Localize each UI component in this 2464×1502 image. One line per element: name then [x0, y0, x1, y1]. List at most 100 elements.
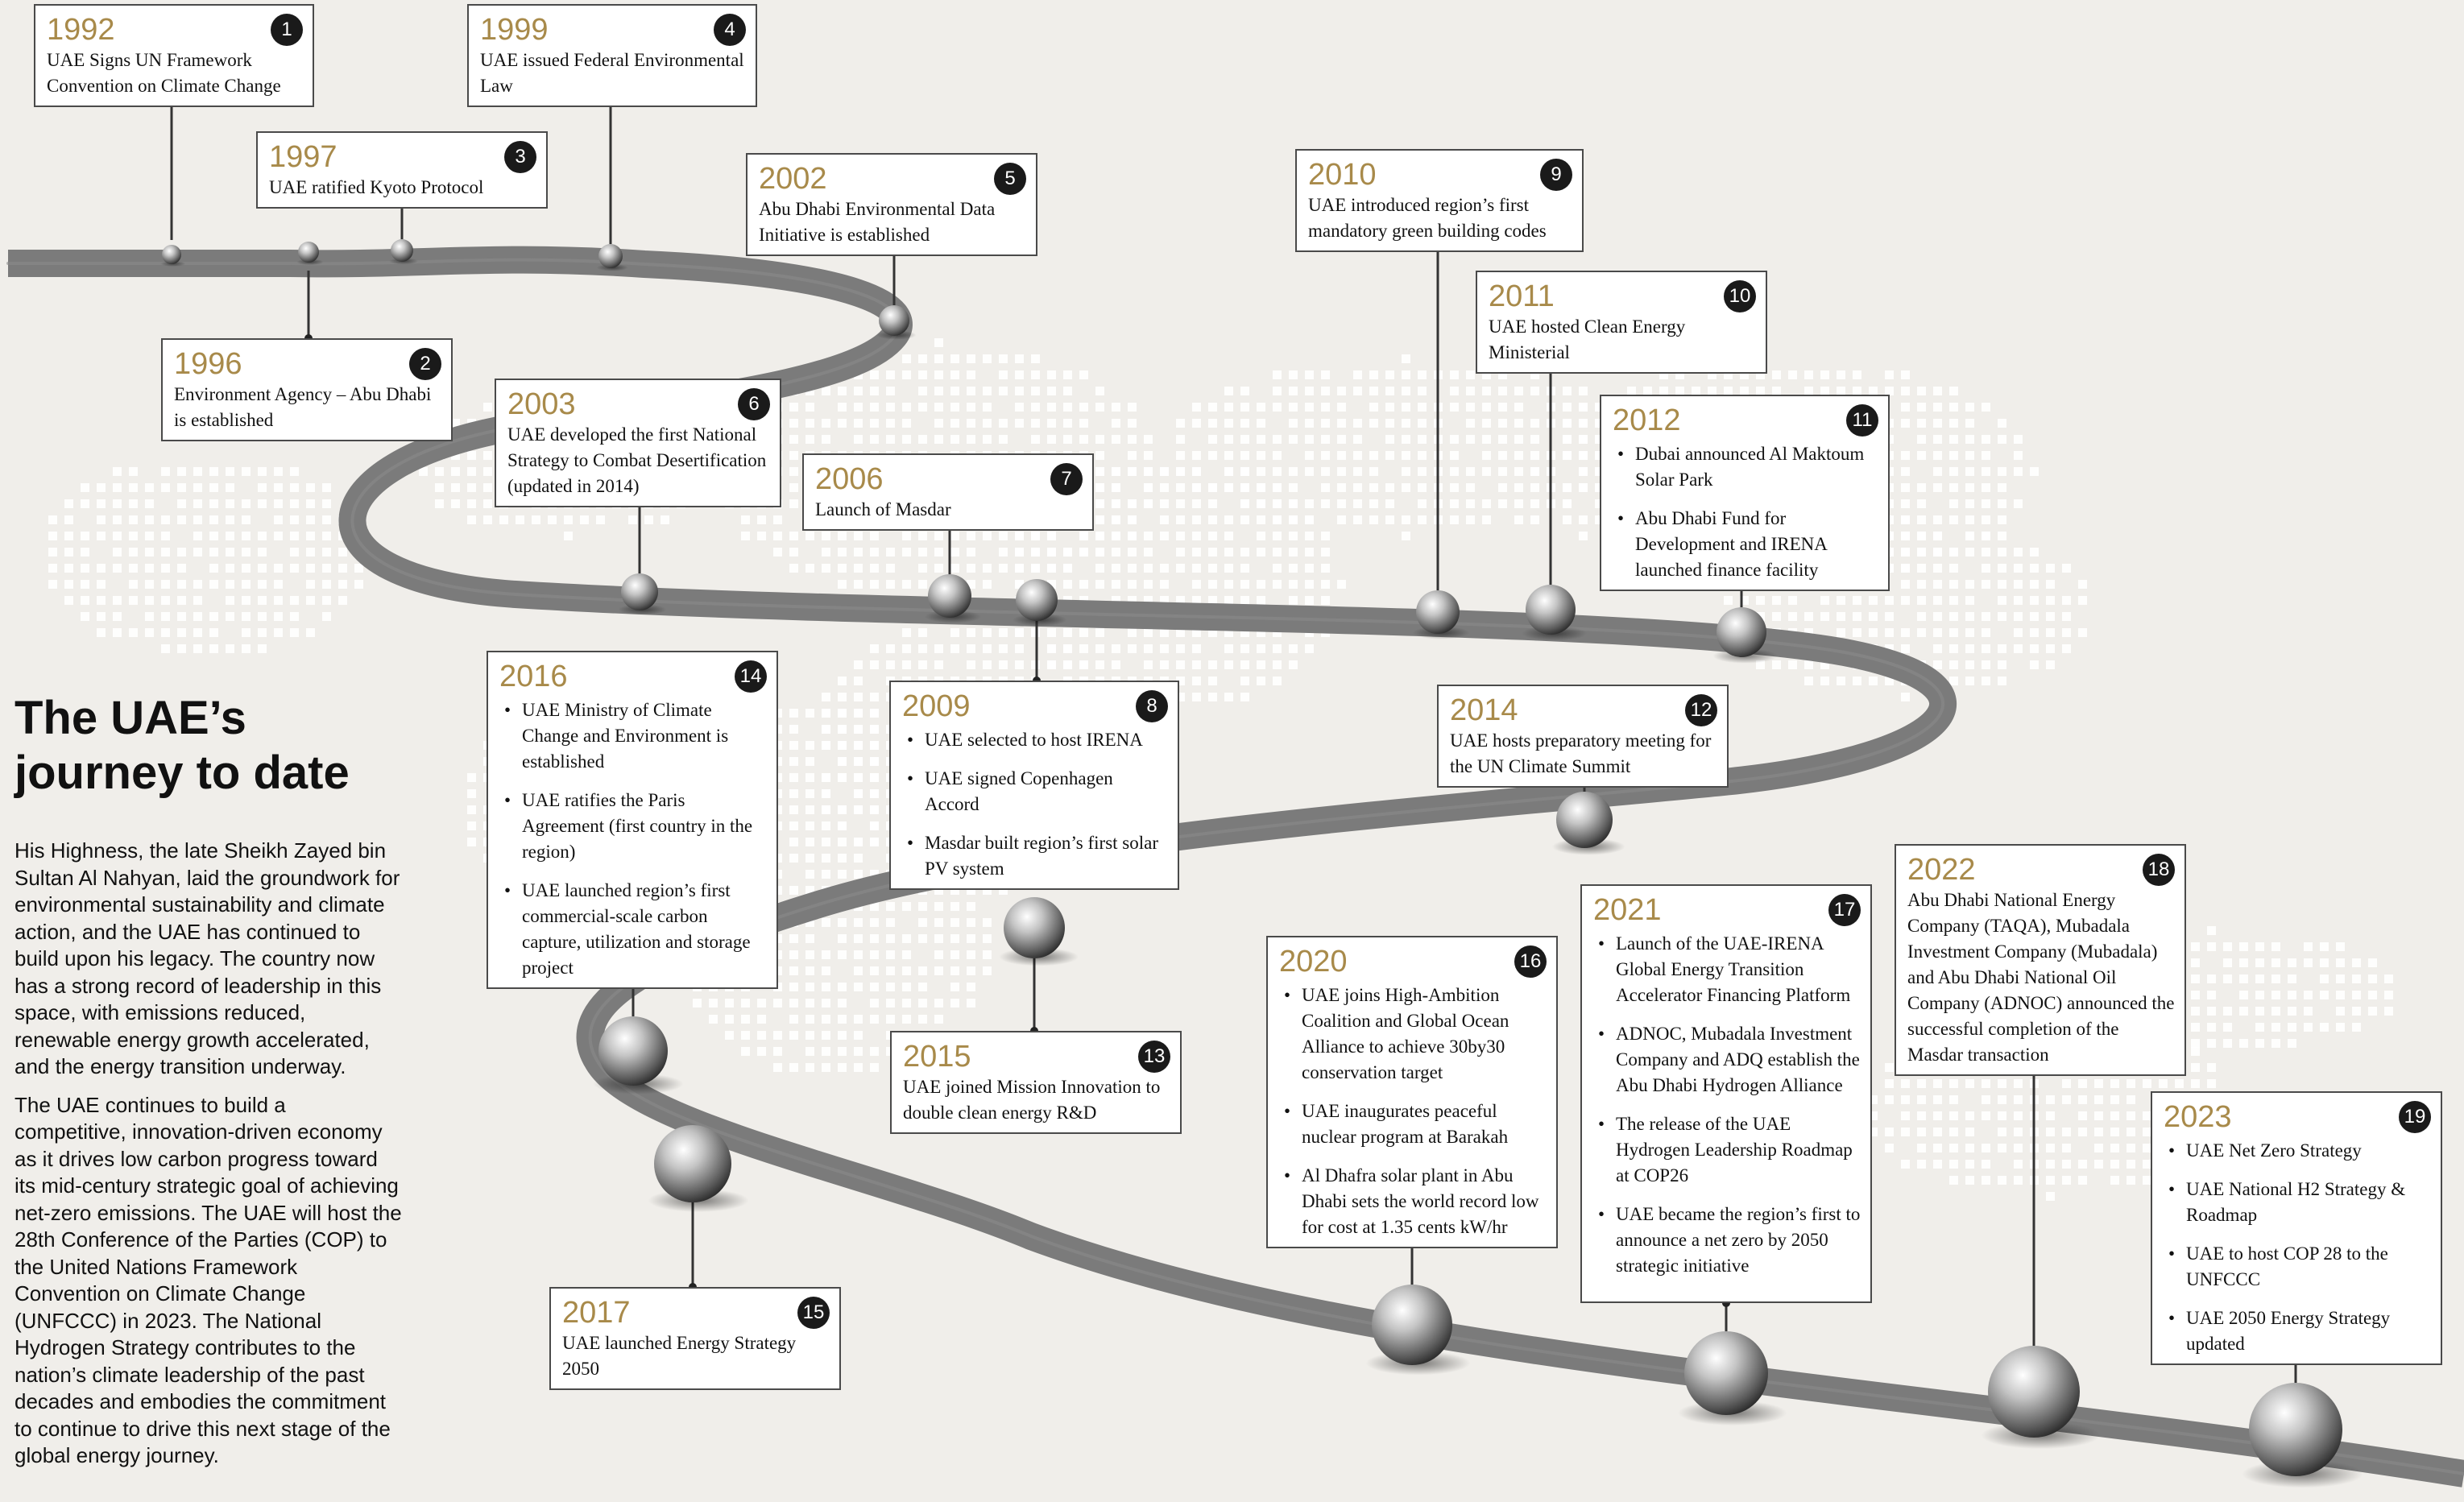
milestone-description: Abu Dhabi Environmental Data Initiative …: [759, 199, 996, 245]
milestone-marker-2021: [1684, 1331, 1768, 1415]
milestone-year: 1999: [480, 13, 549, 47]
milestone-item: UAE National H2 Strategy & Roadmap: [2164, 1177, 2431, 1228]
milestone-markers: [160, 239, 2364, 1488]
intro-paragraph-1: His Highness, the late Sheikh Zayed bin …: [14, 838, 400, 1078]
milestone-item: UAE ratifies the Paris Agreement (first …: [499, 788, 767, 865]
milestone-year: 2022: [1907, 853, 1976, 887]
milestone-marker-2006: [928, 574, 971, 618]
milestone-number-badge: 18: [2143, 854, 2175, 886]
milestone-description: UAE launched Energy Strategy 2050: [562, 1333, 797, 1379]
milestone-year: 2017: [562, 1296, 631, 1330]
milestone-description: UAE Signs UN Framework Convention on Cli…: [47, 50, 281, 96]
milestone-year: 2015: [903, 1040, 971, 1074]
intro-paragraph-2: The UAE continues to build a competitive…: [14, 1092, 402, 1468]
milestone-year: 2006: [815, 462, 884, 496]
milestone-marker-2016: [598, 1016, 668, 1086]
milestone-card-2023: 202319UAE Net Zero StrategyUAE National …: [2151, 1091, 2442, 1365]
milestone-year: 2020: [1279, 945, 1348, 979]
milestone-card-2009: 2009 8UAE selected to host IRENAUAE signe…: [889, 681, 1179, 890]
milestone-number-badge: 8: [1136, 690, 1168, 722]
milestone-marker-2002: [879, 305, 909, 336]
milestone-number-badge: 19: [2399, 1101, 2431, 1133]
milestone-year: 1992: [47, 13, 115, 47]
milestone-year: 1996: [174, 347, 242, 381]
milestone-item: UAE to host COP 28 to the UNFCCC: [2164, 1241, 2431, 1293]
milestone-card-2012: 201211Dubai announced Al Maktoum Solar P…: [1600, 395, 1890, 591]
milestone-item: The release of the UAE Hydrogen Leadersh…: [1593, 1111, 1861, 1189]
milestone-item-list: Launch of the UAE-IRENA Global Energy Tr…: [1593, 931, 1861, 1279]
milestone-marker-1996: [298, 242, 319, 263]
milestone-description: UAE joined Mission Innovation to double …: [903, 1077, 1161, 1123]
milestone-marker-1997: [391, 239, 413, 262]
milestone-card-2020: 2020 16UAE joins High-Ambition Coalition …: [1266, 936, 1558, 1248]
milestone-item: UAE Ministry of Climate Change and Envir…: [499, 697, 767, 775]
milestone-marker-2023: [2249, 1383, 2342, 1476]
milestone-card-2016: 201614UAE Ministry of Climate Change and…: [487, 651, 778, 989]
milestone-year: 2003: [507, 387, 576, 421]
milestone-item: Abu Dhabi Fund for Development and IRENA…: [1613, 506, 1878, 583]
milestone-number-badge: 4: [714, 14, 746, 46]
milestone-description: UAE hosts preparatory meeting for the UN…: [1450, 730, 1712, 776]
milestone-number-badge: 1: [271, 14, 303, 46]
milestone-number-badge: 7: [1050, 463, 1083, 495]
milestone-marker-2020: [1372, 1285, 1452, 1365]
milestone-number-badge: 6: [738, 388, 770, 420]
milestone-year: 2021: [1593, 893, 1662, 927]
milestone-item: UAE joins High-Ambition Coalition and Gl…: [1279, 983, 1547, 1086]
milestone-marker-2017: [654, 1125, 731, 1202]
milestone-year: 2009: [902, 689, 971, 723]
milestone-marker-2022: [1988, 1346, 2080, 1438]
milestone-year: 2011: [1489, 279, 1555, 313]
milestone-marker-2011: [1526, 585, 1576, 635]
milestone-marker-2003: [621, 573, 658, 610]
page-title: The UAE’s journey to date: [14, 692, 350, 799]
milestone-item: UAE 2050 Energy Strategy updated: [2164, 1305, 2431, 1357]
milestone-item: Al Dhafra solar plant in Abu Dhabi sets …: [1279, 1163, 1547, 1240]
milestone-year: 2014: [1450, 693, 1518, 727]
milestone-number-badge: 11: [1846, 404, 1878, 437]
milestone-item: Launch of the UAE-IRENA Global Energy Tr…: [1593, 931, 1861, 1008]
milestone-item: UAE launched region’s first commercial-s…: [499, 878, 767, 981]
milestone-number-badge: 3: [504, 141, 536, 173]
milestone-year: 2010: [1308, 158, 1377, 192]
milestone-number-badge: 2: [409, 348, 441, 380]
milestone-number-badge: 13: [1138, 1041, 1170, 1073]
milestone-marker-2010: [1416, 590, 1460, 634]
milestone-description: UAE ratified Kyoto Protocol: [269, 177, 484, 197]
milestone-item-list: UAE selected to host IRENAUAE signed Cop…: [902, 727, 1168, 882]
milestone-description: UAE hosted Clean Energy Ministerial: [1489, 317, 1686, 362]
timeline-road: [6, 246, 2464, 1488]
milestone-item-list: UAE joins High-Ambition Coalition and Gl…: [1279, 983, 1547, 1240]
milestone-item: Dubai announced Al Maktoum Solar Park: [1613, 441, 1878, 493]
milestone-item: ADNOC, Mubadala Investment Company and A…: [1593, 1021, 1861, 1099]
milestone-number-badge: 16: [1514, 945, 1547, 978]
milestone-item: UAE signed Copenhagen Accord: [902, 766, 1168, 817]
milestone-description: UAE issued Federal Environmental Law: [480, 50, 744, 96]
milestone-description: UAE developed the first National Strateg…: [507, 424, 767, 496]
milestone-marker-2015: [1004, 897, 1065, 958]
milestone-item-list: UAE Ministry of Climate Change and Envir…: [499, 697, 767, 981]
milestone-number-badge: 5: [994, 163, 1026, 195]
milestone-number-badge: 17: [1828, 894, 1861, 926]
milestone-item-list: Dubai announced Al Maktoum Solar ParkAbu…: [1613, 441, 1878, 583]
milestone-marker-2009: [1016, 579, 1058, 621]
milestone-item-list: UAE Net Zero StrategyUAE National H2 Str…: [2164, 1138, 2431, 1357]
milestone-description: UAE introduced region’s first mandatory …: [1308, 195, 1547, 241]
milestone-year: 2002: [759, 162, 827, 196]
milestone-item: Masdar built region’s first solar PV sys…: [902, 830, 1168, 882]
milestone-item: UAE Net Zero Strategy: [2164, 1138, 2431, 1164]
milestone-marker-1999: [598, 244, 623, 268]
milestone-marker-2014: [1556, 792, 1613, 848]
